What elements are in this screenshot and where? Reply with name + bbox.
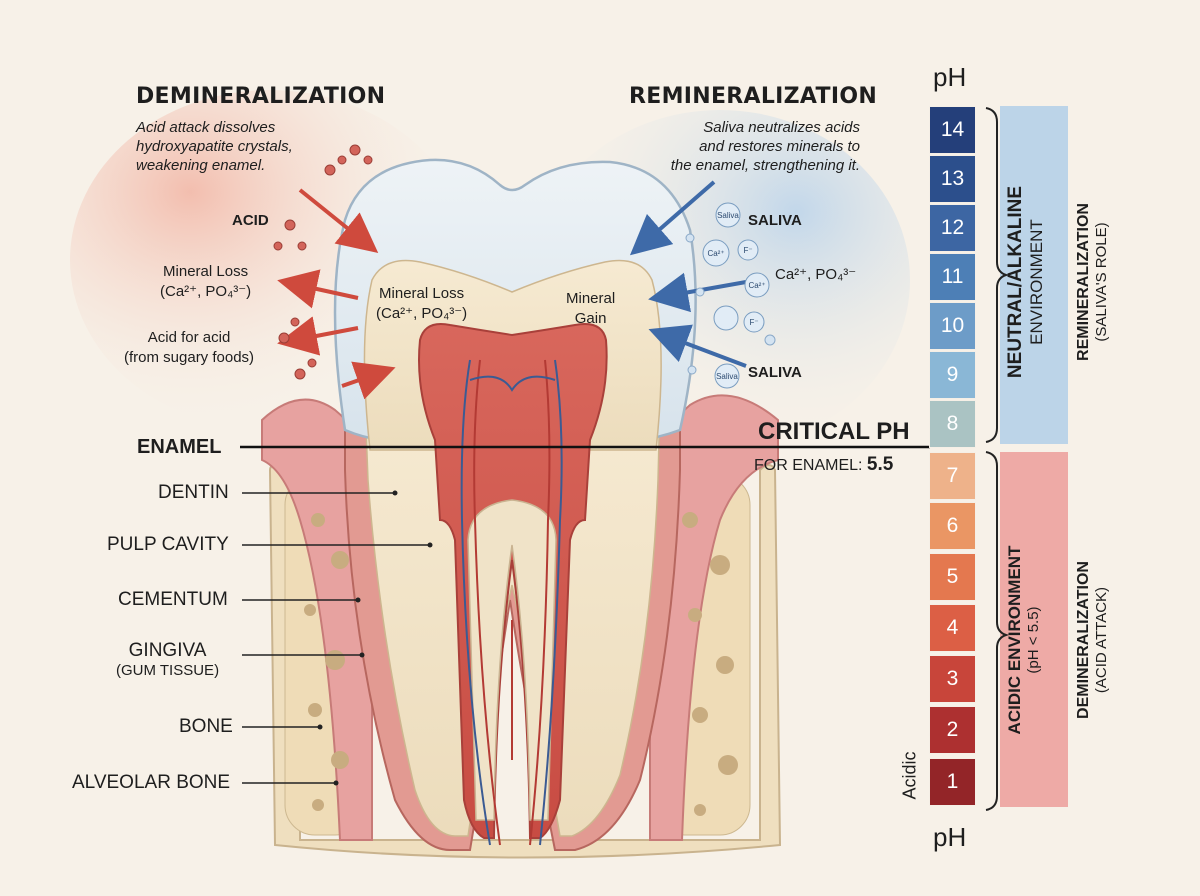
remineralization-title: REMINERALIZATION xyxy=(629,84,878,109)
acidic-line: (pH < 5.5) xyxy=(1025,606,1042,674)
ph-cell-2: 2 xyxy=(929,706,976,754)
acidic-role-line: DEMINERALIZATION xyxy=(1075,561,1092,719)
inner-gain-line: Mineral xyxy=(566,290,616,307)
demin-desc-line: hydroxyapatite crystals, xyxy=(136,138,293,155)
ph-cell-1: 1 xyxy=(929,758,976,806)
acidic-brace xyxy=(985,451,1010,811)
remineralization-desc: Saliva neutralizes acids and restores mi… xyxy=(671,118,860,175)
acidic-role-line: (ACID ATTACK) xyxy=(1093,586,1110,694)
ph-cell-11: 11 xyxy=(929,253,976,301)
leader-lines xyxy=(242,492,430,784)
ph-cell-14: 14 xyxy=(929,106,976,154)
alkaline-brace xyxy=(985,107,1010,443)
ph-cell-8: 8 xyxy=(929,400,976,448)
remin-desc-line: Saliva neutralizes acids xyxy=(703,119,860,136)
ions-label: Ca²⁺, PO₄³⁻ xyxy=(775,266,857,283)
saliva-bubbles xyxy=(685,202,776,389)
ph-cell-6: 6 xyxy=(929,502,976,550)
gingiva-tissue-right xyxy=(649,394,779,841)
critical-sub-text: FOR ENAMEL: xyxy=(754,457,863,474)
bubble-ca2-text: Ca²⁺ xyxy=(748,281,765,290)
acidic-zone-label: ACIDIC ENVIRONMENT (pH < 5.5) xyxy=(1005,490,1055,790)
acid-arrows xyxy=(277,188,396,400)
inner-loss-ions: (Ca²⁺, PO₄³⁻) xyxy=(376,305,468,322)
alkaline-line: ENVIRONMENT xyxy=(1027,219,1046,345)
demin-desc-line: weakening enamel. xyxy=(136,157,266,174)
demineralization-title: DEMINERALIZATION xyxy=(136,84,386,109)
gingiva-line: GINGIVA xyxy=(128,640,207,661)
remin-desc-line: and restores minerals to xyxy=(699,138,860,155)
mineral-loss-ions: (Ca²⁺, PO₄³⁻) xyxy=(160,283,252,300)
pulp-vessels xyxy=(460,359,563,846)
mineral-loss-line: Mineral Loss xyxy=(163,263,249,280)
ph-cell-4: 4 xyxy=(929,604,976,652)
critical-ph-title: CRITICAL PH xyxy=(758,418,910,445)
alkaline-role-line: (SALIVA'S ROLE) xyxy=(1093,222,1110,342)
alkaline-line: NEUTRAL/ALKALINE xyxy=(1005,185,1026,379)
acidic-zone xyxy=(1000,452,1068,807)
bubble-saliva2-text: Saliva xyxy=(716,372,738,381)
alkaline-role-line: REMINERALIZATION xyxy=(1075,203,1092,361)
ph-cell-13: 13 xyxy=(929,155,976,203)
inner-gain-line: Gain xyxy=(574,310,607,327)
critical-ph-sub: FOR ENAMEL: 5.5 xyxy=(754,454,893,476)
ph-top-label: pH xyxy=(933,62,967,92)
inner-loss-line: Mineral Loss xyxy=(379,285,465,302)
bubble-saliva-text: Saliva xyxy=(717,211,739,220)
saliva-label-bottom: SALIVA xyxy=(748,364,802,381)
acid-label: ACID xyxy=(232,212,269,229)
ph-cell-3: 3 xyxy=(929,655,976,703)
acid-for-acid-line: Acid for acid xyxy=(147,329,231,346)
ph-cell-12: 12 xyxy=(929,204,976,252)
bubble-labels: Saliva Ca²⁺ F⁻ Ca²⁺ F⁻ Saliva xyxy=(707,211,765,381)
acid-molecules xyxy=(273,144,373,380)
saliva-label-top: SALIVA xyxy=(748,212,802,229)
acidic-line: ACIDIC ENVIRONMENT xyxy=(1005,545,1024,735)
acidic-role-label: DEMINERALIZATION (ACID ATTACK) xyxy=(1075,490,1125,790)
enamel-label: ENAMEL xyxy=(137,436,222,458)
acid-for-acid: Acid for acid (from sugary foods) xyxy=(124,328,254,368)
mineral-loss-left: Mineral Loss (Ca²⁺, PO₄³⁻) xyxy=(160,262,251,302)
bone-pores xyxy=(304,512,738,816)
gingiva-label: GINGIVA (GUM TISSUE) xyxy=(116,640,219,679)
gingiva-sub: (GUM TISSUE) xyxy=(116,662,220,679)
acidic-side-label: Acidic xyxy=(899,751,920,800)
cementum-label: CEMENTUM xyxy=(118,589,228,610)
alkaline-zone-label: NEUTRAL/ALKALINE ENVIRONMENT xyxy=(1005,132,1055,432)
remin-desc-line: the enamel, strengthening it. xyxy=(670,157,860,174)
dentin-label: DENTIN xyxy=(158,482,229,503)
demineralization-desc: Acid attack dissolves hydroxyapatite cry… xyxy=(136,118,293,175)
pulp-cavity-label: PULP CAVITY xyxy=(107,534,229,555)
ph-cell-5: 5 xyxy=(929,553,976,601)
bubble-ca-text: Ca²⁺ xyxy=(707,249,724,258)
mineral-loss-inner: Mineral Loss (Ca²⁺, PO₄³⁻) xyxy=(376,284,467,324)
bubble-f2-text: F⁻ xyxy=(749,318,758,327)
alkaline-role-label: REMINERALIZATION (SALIVA'S ROLE) xyxy=(1075,132,1125,432)
acid-for-acid-source: (from sugary foods) xyxy=(124,349,255,366)
critical-value: 5.5 xyxy=(866,454,894,475)
alveolar-bone-label: ALVEOLAR BONE xyxy=(72,772,231,793)
alkaline-zone xyxy=(1000,106,1068,444)
ph-cell-9: 9 xyxy=(929,351,976,399)
demin-desc-line: Acid attack dissolves xyxy=(136,119,276,136)
leader-dots xyxy=(317,490,433,786)
mineral-gain-inner: Mineral Gain xyxy=(566,289,615,329)
ph-cell-7: 7 xyxy=(929,452,976,500)
root-canal-inner xyxy=(467,499,557,821)
ph-cell-10: 10 xyxy=(929,302,976,350)
bone-label: BONE xyxy=(179,716,233,737)
ph-bottom-label: pH xyxy=(933,822,967,852)
bubble-f-text: F⁻ xyxy=(743,246,752,255)
